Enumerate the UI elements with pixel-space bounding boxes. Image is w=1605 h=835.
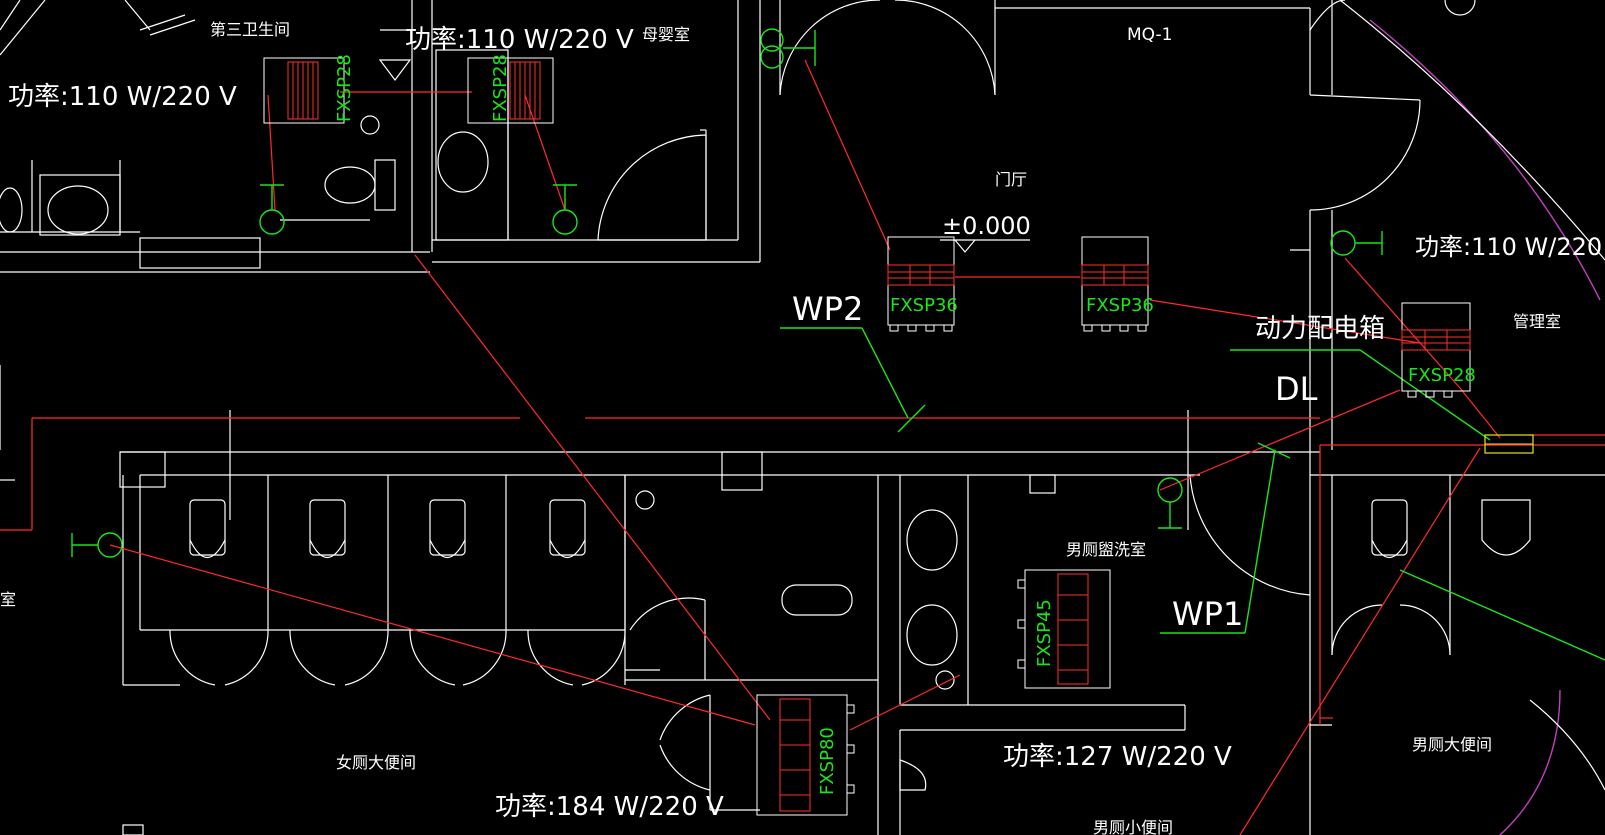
power-label: 功率:110 W/220 V (1415, 233, 1605, 261)
ac-unit-label: FXSP36 (890, 295, 958, 316)
room-label-lobby: 门厅 (995, 170, 1027, 189)
outlet-symbol (259, 184, 285, 235)
room-label-edge: 室 (0, 590, 16, 609)
room-label-third-wc: 第三卫生间 (210, 20, 290, 39)
panel-label: 动力配电箱 (1255, 314, 1385, 344)
toilet-fixtures (189, 490, 853, 616)
circuit-label-wp2: WP2 (792, 290, 863, 328)
ac-unit-u4 (1081, 236, 1149, 332)
room-label-men-toilet: 男厕大便间 (1412, 735, 1492, 754)
ac-unit-label: FXSP80 (817, 727, 838, 795)
power-label: 功率:110 W/220 V (8, 82, 237, 112)
panel-code: DL (1275, 370, 1318, 408)
ac-unit-u5 (1401, 302, 1471, 398)
elevation-label: ±0.000 (942, 212, 1031, 240)
outlet-symbol (1330, 230, 1383, 256)
ac-unit-label: FXSP36 (1086, 295, 1154, 316)
outlet-symbol (71, 532, 123, 558)
circuit-label-wp1: WP1 (1172, 595, 1243, 633)
room-label-mother-baby: 母婴室 (642, 25, 690, 44)
power-label: 功率:110 W/220 V (405, 25, 634, 55)
ac-unit-label: FXSP28 (490, 54, 511, 122)
ac-unit-u6 (1017, 569, 1111, 689)
room-label-men-wash: 男厕盥洗室 (1066, 540, 1146, 559)
cable-runs (0, 59, 1605, 835)
power-label: 功率:184 W/220 V (495, 792, 724, 822)
outlet-symbol (552, 184, 578, 235)
labels: 第三卫生间 母婴室 MQ-1 门厅 管理室 男厕盥洗室 女厕大便间 男厕大便间 … (0, 20, 1605, 835)
power-label: 功率:127 W/220 V (1003, 742, 1232, 772)
ac-unit-u7 (756, 694, 855, 816)
ac-unit-u3 (887, 236, 955, 332)
room-label-management: 管理室 (1513, 312, 1561, 331)
ac-unit-u1 (263, 57, 345, 124)
ac-unit-label: FXSP28 (1408, 365, 1476, 386)
ac-unit-label: FXSP28 (334, 54, 355, 122)
ac-unit-label: FXSP45 (1034, 599, 1055, 667)
room-label-men-urinal: 男厕小便间 (1093, 818, 1173, 835)
outlet-symbol (760, 28, 816, 69)
ac-unit-u2 (467, 57, 554, 124)
outlets (71, 28, 1605, 661)
outlet-symbol (1157, 477, 1183, 529)
room-label-women-toilet: 女厕大便间 (336, 753, 416, 772)
room-label-mq1: MQ-1 (1127, 25, 1172, 45)
